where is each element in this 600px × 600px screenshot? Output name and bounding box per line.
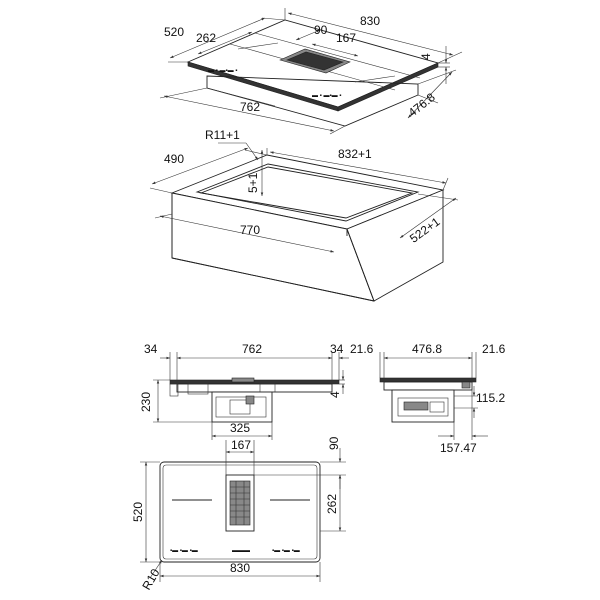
iso-top-view: ▬ ▪ ▬▪▬ ▪ ▬ ▪ ▬▪▬ ▪ 830 520 262 90 167 4… [159, 8, 463, 135]
front-dim-left-offset: 34 [144, 342, 158, 356]
side-dim-right-offset: 21.6 [482, 342, 506, 356]
dim-radius: R11+1 [205, 128, 240, 142]
plan-dim-depth: 520 [131, 502, 145, 522]
plan-dim-zone-depth: 262 [325, 494, 339, 514]
dim-cutout-inner-length: 770 [240, 223, 260, 237]
side-dim-offset-b: 157.47 [440, 441, 477, 455]
dim-cutout-length: 832+1 [338, 147, 372, 161]
dim-length: 830 [360, 14, 380, 28]
svg-text:▪▬ ▪▬ ▪▬: ▪▬ ▪▬ ▪▬ [272, 548, 300, 554]
side-dim-left-offset: 21.6 [350, 342, 374, 356]
front-dim-right-offset: 34 [330, 342, 344, 356]
svg-text:▬ ▪ ▬▪▬ ▪: ▬ ▪ ▬▪▬ ▪ [312, 93, 341, 99]
front-dim-base-length: 762 [242, 342, 262, 356]
dim-thickness: 4 [419, 53, 433, 60]
side-dim-base-depth: 476.8 [412, 342, 442, 356]
plan-dim-radius: R10 [139, 566, 162, 592]
front-dim-motor-width: 325 [230, 421, 250, 435]
dim-base-depth: 476.8 [405, 90, 438, 120]
plan-dim-vent-width: 167 [231, 438, 251, 452]
plan-dim-length: 830 [230, 561, 250, 575]
front-dim-height: 230 [139, 392, 153, 412]
iso-cutout-view: R11+1 490 832+1 5+1 770 522+1 [149, 128, 459, 302]
dim-cutout-recess: 5+1 [246, 172, 260, 193]
plan-dim-vent-depth: 90 [327, 436, 341, 450]
dim-vent-width: 167 [336, 31, 356, 45]
plan-view: ▪▬ ▪▬ ▪▬ ▬▬▬ ▪▬ ▪▬ ▪▬ 167 90 262 520 R10… [131, 436, 346, 592]
svg-text:▪▬ ▪▬ ▪▬: ▪▬ ▪▬ ▪▬ [170, 548, 198, 554]
dim-vent-depth: 90 [314, 23, 328, 37]
dim-depth: 520 [164, 25, 184, 39]
dim-base-length: 762 [240, 100, 260, 114]
dim-zone-width: 262 [196, 31, 216, 45]
front-dim-thickness: 4 [328, 391, 342, 398]
svg-text:▬ ▪ ▬▪▬ ▪: ▬ ▪ ▬▪▬ ▪ [208, 68, 237, 74]
side-dim-offset-a: 115.2 [476, 391, 505, 405]
side-elevation-view: 21.6 476.8 21.6 115.2 157.47 [350, 342, 506, 455]
dim-cutout-depth: 490 [164, 152, 184, 166]
front-elevation-view: 34 762 34 230 4 325 [139, 342, 349, 440]
svg-text:▬▬▬: ▬▬▬ [232, 548, 250, 554]
